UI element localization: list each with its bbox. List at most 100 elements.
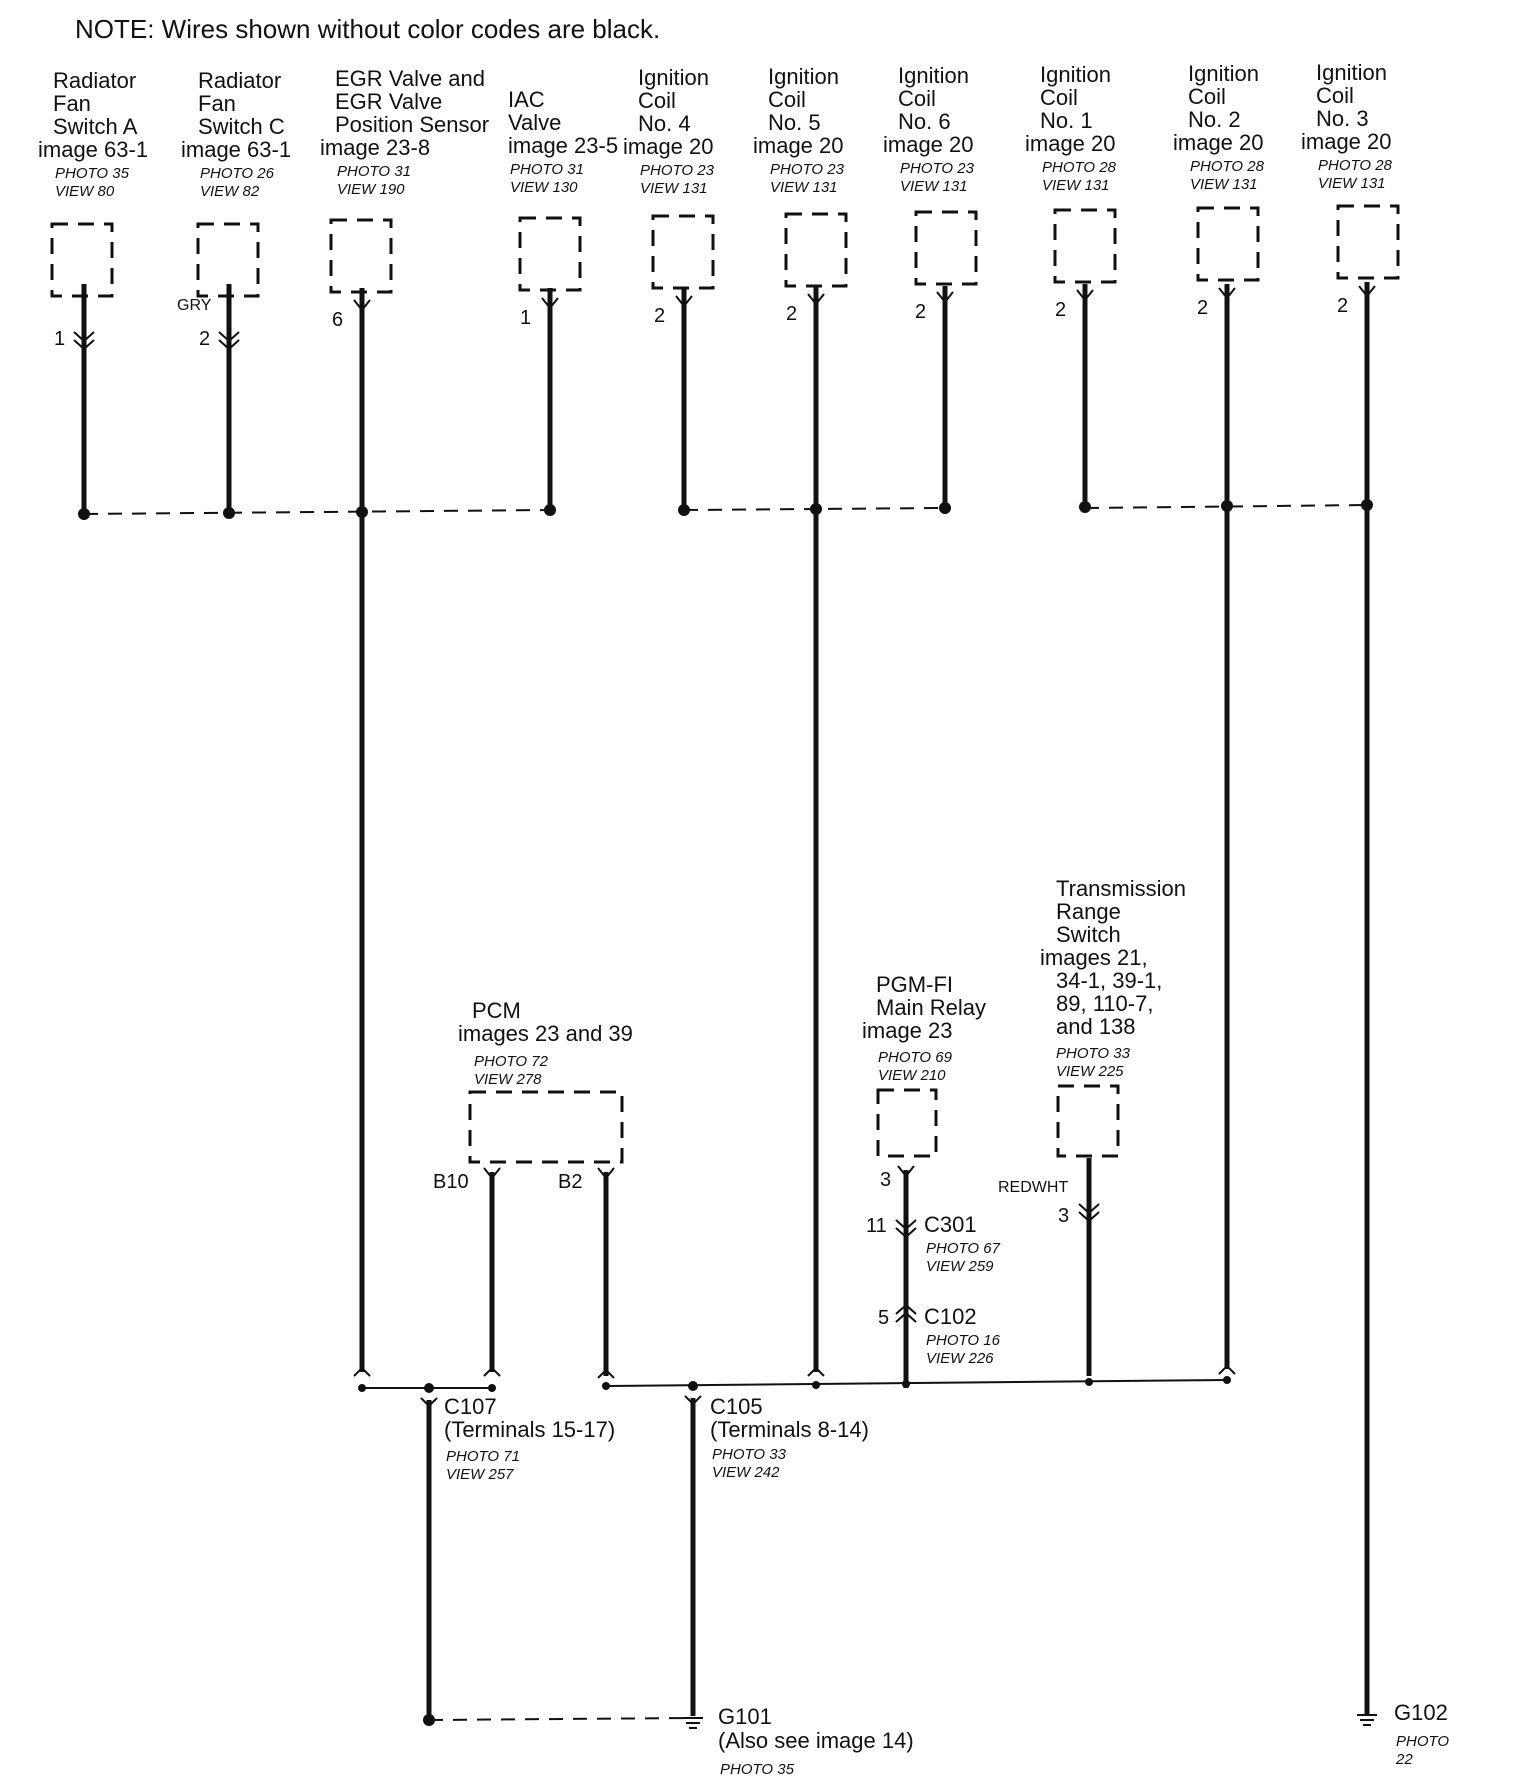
component-label-egr: EGR Valve and	[335, 66, 485, 91]
trs-label-7: and 138	[1056, 1014, 1136, 1039]
component-view-ic2: VIEW 131	[1190, 176, 1258, 193]
component-photo-ic3: PHOTO 28	[1318, 157, 1393, 174]
component-label-rfsa: image 63-1	[38, 137, 148, 162]
pin-ic4: 2	[654, 305, 665, 327]
trs-label-6: 89, 110-7,	[1056, 991, 1153, 1016]
c102-photo: PHOTO 16	[926, 1332, 1001, 1349]
component-label-egr: image 23-8	[320, 135, 430, 160]
pcm-view: VIEW 278	[474, 1071, 542, 1088]
component-view-iac: VIEW 130	[510, 179, 578, 196]
main-relay-pin: 3	[880, 1169, 891, 1191]
g101-note: (Also see image 14)	[718, 1728, 914, 1753]
component-label-rfsa: Radiator	[53, 68, 136, 93]
component-photo-ic2: PHOTO 28	[1190, 158, 1265, 175]
pcm-images-label: images 23 and 39	[458, 1021, 633, 1046]
g101-label: G101	[718, 1704, 772, 1729]
ground-icon	[683, 1717, 703, 1729]
component-label-ic4: Ignition	[638, 65, 709, 90]
component-photo-egr: PHOTO 31	[337, 163, 411, 180]
pin-ic1: 2	[1055, 299, 1066, 321]
g102-label: G102	[1394, 1700, 1448, 1725]
splice-dot	[544, 504, 556, 516]
component-label-rfsc: Switch C	[198, 114, 285, 139]
component-label-iac: Valve	[508, 110, 561, 135]
component-view-rfsa: VIEW 80	[55, 183, 115, 200]
connector-box-ic4	[651, 214, 715, 290]
component-label-rfsc: Radiator	[198, 68, 281, 93]
c107-photo: PHOTO 71	[446, 1448, 520, 1465]
component-label-ic5: No. 5	[768, 110, 821, 135]
pin-egr: 6	[332, 309, 343, 331]
component-photo-ic6: PHOTO 23	[900, 160, 975, 177]
pin-rfsa: 1	[54, 328, 65, 350]
component-label-iac: image 23-5	[508, 133, 618, 158]
connector-box-ic1	[1053, 208, 1117, 284]
component-photo-ic5: PHOTO 23	[770, 161, 845, 178]
component-photo-ic4: PHOTO 23	[640, 162, 715, 179]
component-label-ic1: Ignition	[1040, 62, 1111, 87]
c105-terminals: (Terminals 8-14)	[710, 1417, 869, 1442]
main-relay-label-3: image 23	[862, 1018, 953, 1043]
connector-box-egr	[329, 218, 393, 294]
component-label-ic3: image 20	[1301, 129, 1392, 154]
c105-view: VIEW 242	[712, 1464, 780, 1481]
component-label-ic6: image 20	[883, 132, 974, 157]
pcm-connector-box	[468, 1090, 624, 1164]
c102-label: C102	[924, 1304, 977, 1329]
g102-photo: PHOTO	[1396, 1733, 1449, 1750]
component-label-rfsa: Switch A	[53, 114, 138, 139]
splice-dot	[1361, 499, 1373, 511]
main-relay-connector-box	[876, 1088, 938, 1158]
main-relay-label-2: Main Relay	[876, 995, 986, 1020]
component-photo-rfsa: PHOTO 35	[55, 165, 130, 182]
c102-view: VIEW 226	[926, 1350, 994, 1367]
main-relay-label-1: PGM-FI	[876, 972, 953, 997]
trs-label-2: Range	[1056, 899, 1121, 924]
connector-box-ic5	[784, 212, 848, 288]
component-label-ic2: Coil	[1188, 84, 1226, 109]
component-label-ic6: Coil	[898, 86, 936, 111]
trs-label-3: Switch	[1056, 922, 1121, 947]
component-view-ic5: VIEW 131	[770, 179, 838, 196]
g101-ground: G101 (Also see image 14) PHOTO 35	[423, 1704, 914, 1778]
g101-photo: PHOTO 35	[720, 1761, 795, 1778]
component-label-egr: Position Sensor	[335, 112, 489, 137]
trs-pin: 3	[1058, 1205, 1069, 1227]
splice-dot	[356, 506, 368, 518]
component-label-ic4: No. 4	[638, 111, 691, 136]
pcm-pin-b2: B2	[558, 1171, 582, 1193]
c301-view: VIEW 259	[926, 1258, 994, 1275]
c301-photo: PHOTO 67	[926, 1240, 1001, 1257]
component-label-ic5: image 20	[753, 133, 844, 158]
g102-photo-num: 22	[1395, 1751, 1413, 1768]
pin-ic3: 2	[1337, 295, 1348, 317]
component-label-rfsc: image 63-1	[181, 137, 291, 162]
component-label-ic5: Coil	[768, 87, 806, 112]
main-relay-component: PGM-FI Main Relay image 23 PHOTO 69 VIEW…	[862, 972, 1001, 1388]
pin-ic2: 2	[1197, 297, 1208, 319]
component-label-ic1: No. 1	[1040, 108, 1093, 133]
trs-component: Transmission Range Switch images 21, 34-…	[998, 876, 1186, 1376]
component-view-ic1: VIEW 131	[1042, 177, 1110, 194]
c301-pin: 11	[866, 1215, 887, 1237]
inline-connector-rfsa	[73, 331, 95, 351]
wire-color-rfsc: GRY	[177, 297, 212, 314]
c107-view: VIEW 257	[446, 1466, 514, 1483]
component-label-ic6: Ignition	[898, 63, 969, 88]
c102-pin: 5	[878, 1307, 889, 1329]
connector-box-ic6	[914, 210, 978, 286]
component-label-ic1: Coil	[1040, 85, 1078, 110]
g102-ground: G102 PHOTO 22	[1357, 1700, 1449, 1768]
component-photo-rfsc: PHOTO 26	[200, 165, 275, 182]
connector-box-ic3	[1336, 204, 1400, 280]
top-wires	[81, 282, 1370, 1715]
splice-dot	[1221, 500, 1233, 512]
component-label-ic3: No. 3	[1316, 106, 1369, 131]
pin-rfsc: 2	[199, 328, 210, 350]
c105-photo: PHOTO 33	[712, 1446, 787, 1463]
component-view-ic3: VIEW 131	[1318, 175, 1386, 192]
component-view-egr: VIEW 190	[337, 181, 405, 198]
component-label-ic3: Coil	[1316, 83, 1354, 108]
